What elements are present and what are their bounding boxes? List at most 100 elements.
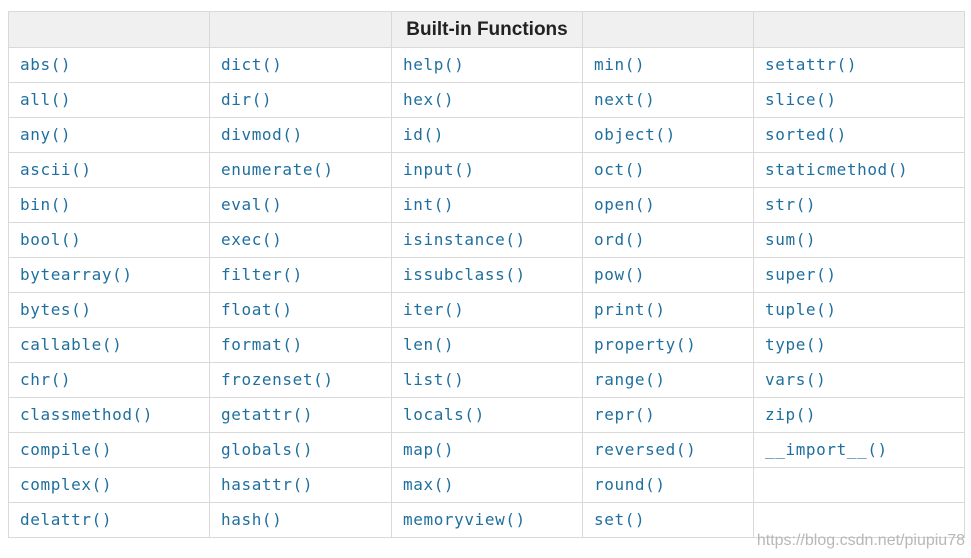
function-link[interactable]: object() bbox=[594, 125, 676, 144]
table-cell: sorted() bbox=[753, 117, 965, 153]
function-link[interactable]: pow() bbox=[594, 265, 646, 284]
function-link[interactable]: globals() bbox=[221, 440, 314, 459]
header-cell-empty bbox=[582, 11, 754, 48]
function-link[interactable]: slice() bbox=[765, 90, 837, 109]
function-link[interactable]: enumerate() bbox=[221, 160, 334, 179]
function-link[interactable]: repr() bbox=[594, 405, 656, 424]
function-link[interactable]: set() bbox=[594, 510, 646, 529]
table-cell: print() bbox=[582, 292, 754, 328]
function-link[interactable]: sum() bbox=[765, 230, 817, 249]
function-link[interactable]: input() bbox=[403, 160, 475, 179]
function-link[interactable]: len() bbox=[403, 335, 455, 354]
function-link[interactable]: sorted() bbox=[765, 125, 847, 144]
function-link[interactable]: __import__() bbox=[765, 440, 888, 459]
function-link[interactable]: type() bbox=[765, 335, 827, 354]
function-link[interactable]: staticmethod() bbox=[765, 160, 909, 179]
function-link[interactable]: print() bbox=[594, 300, 666, 319]
function-link[interactable]: round() bbox=[594, 475, 666, 494]
table-cell: min() bbox=[582, 47, 754, 83]
function-link[interactable]: iter() bbox=[403, 300, 465, 319]
function-link[interactable]: hash() bbox=[221, 510, 283, 529]
function-link[interactable]: bool() bbox=[20, 230, 82, 249]
function-link[interactable]: callable() bbox=[20, 335, 123, 354]
function-link[interactable]: dict() bbox=[221, 55, 283, 74]
function-link[interactable]: eval() bbox=[221, 195, 283, 214]
function-link[interactable]: list() bbox=[403, 370, 465, 389]
function-link[interactable]: ord() bbox=[594, 230, 646, 249]
function-link[interactable]: compile() bbox=[20, 440, 113, 459]
table-cell: map() bbox=[391, 432, 583, 468]
function-link[interactable]: range() bbox=[594, 370, 666, 389]
table-cell: bytearray() bbox=[8, 257, 210, 293]
function-link[interactable]: bytearray() bbox=[20, 265, 133, 284]
function-link[interactable]: vars() bbox=[765, 370, 827, 389]
table-cell: complex() bbox=[8, 467, 210, 503]
table-cell: chr() bbox=[8, 362, 210, 398]
table-cell: next() bbox=[582, 82, 754, 118]
table-cell: abs() bbox=[8, 47, 210, 83]
function-link[interactable]: classmethod() bbox=[20, 405, 154, 424]
function-link[interactable]: bytes() bbox=[20, 300, 92, 319]
function-link[interactable]: delattr() bbox=[20, 510, 113, 529]
table-cell: staticmethod() bbox=[753, 152, 965, 188]
function-link[interactable]: format() bbox=[221, 335, 303, 354]
function-link[interactable]: divmod() bbox=[221, 125, 303, 144]
function-link[interactable]: super() bbox=[765, 265, 837, 284]
table-cell: __import__() bbox=[753, 432, 965, 468]
table-cell: ascii() bbox=[8, 152, 210, 188]
table-cell: ord() bbox=[582, 222, 754, 258]
table-cell: hash() bbox=[209, 502, 392, 538]
function-link[interactable]: issubclass() bbox=[403, 265, 526, 284]
table-cell: pow() bbox=[582, 257, 754, 293]
function-link[interactable]: getattr() bbox=[221, 405, 314, 424]
table-cell: input() bbox=[391, 152, 583, 188]
table-cell: vars() bbox=[753, 362, 965, 398]
function-link[interactable]: abs() bbox=[20, 55, 72, 74]
table-cell: hex() bbox=[391, 82, 583, 118]
function-link[interactable]: frozenset() bbox=[221, 370, 334, 389]
function-link[interactable]: property() bbox=[594, 335, 697, 354]
function-link[interactable]: reversed() bbox=[594, 440, 697, 459]
function-link[interactable]: map() bbox=[403, 440, 455, 459]
function-link[interactable]: zip() bbox=[765, 405, 817, 424]
function-link[interactable]: ascii() bbox=[20, 160, 92, 179]
function-link[interactable]: exec() bbox=[221, 230, 283, 249]
table-cell: dict() bbox=[209, 47, 392, 83]
table-row: all() dir() hex() next() slice() bbox=[8, 82, 965, 118]
table-header-row: Built-in Functions bbox=[8, 11, 965, 48]
function-link[interactable]: tuple() bbox=[765, 300, 837, 319]
function-link[interactable]: help() bbox=[403, 55, 465, 74]
function-link[interactable]: dir() bbox=[221, 90, 273, 109]
table-cell: classmethod() bbox=[8, 397, 210, 433]
table-cell: object() bbox=[582, 117, 754, 153]
function-link[interactable]: setattr() bbox=[765, 55, 858, 74]
function-link[interactable]: hex() bbox=[403, 90, 455, 109]
table-cell: list() bbox=[391, 362, 583, 398]
function-link[interactable]: isinstance() bbox=[403, 230, 526, 249]
table-cell: tuple() bbox=[753, 292, 965, 328]
function-link[interactable]: min() bbox=[594, 55, 646, 74]
function-link[interactable]: oct() bbox=[594, 160, 646, 179]
function-link[interactable]: complex() bbox=[20, 475, 113, 494]
table-row: classmethod() getattr() locals() repr() zip(… bbox=[8, 397, 965, 433]
function-link[interactable]: all() bbox=[20, 90, 72, 109]
function-link[interactable]: hasattr() bbox=[221, 475, 314, 494]
table-row: abs() dict() help() min() setattr() bbox=[8, 47, 965, 83]
function-link[interactable]: int() bbox=[403, 195, 455, 214]
function-link[interactable]: float() bbox=[221, 300, 293, 319]
table-cell: locals() bbox=[391, 397, 583, 433]
function-link[interactable]: bin() bbox=[20, 195, 72, 214]
table-cell: hasattr() bbox=[209, 467, 392, 503]
function-link[interactable]: memoryview() bbox=[403, 510, 526, 529]
function-link[interactable]: max() bbox=[403, 475, 455, 494]
function-link[interactable]: chr() bbox=[20, 370, 72, 389]
table-cell: exec() bbox=[209, 222, 392, 258]
function-link[interactable]: next() bbox=[594, 90, 656, 109]
function-link[interactable]: filter() bbox=[221, 265, 303, 284]
function-link[interactable]: any() bbox=[20, 125, 72, 144]
table-row: bin() eval() int() open() str() bbox=[8, 187, 965, 223]
function-link[interactable]: id() bbox=[403, 125, 444, 144]
function-link[interactable]: str() bbox=[765, 195, 817, 214]
function-link[interactable]: open() bbox=[594, 195, 656, 214]
function-link[interactable]: locals() bbox=[403, 405, 485, 424]
